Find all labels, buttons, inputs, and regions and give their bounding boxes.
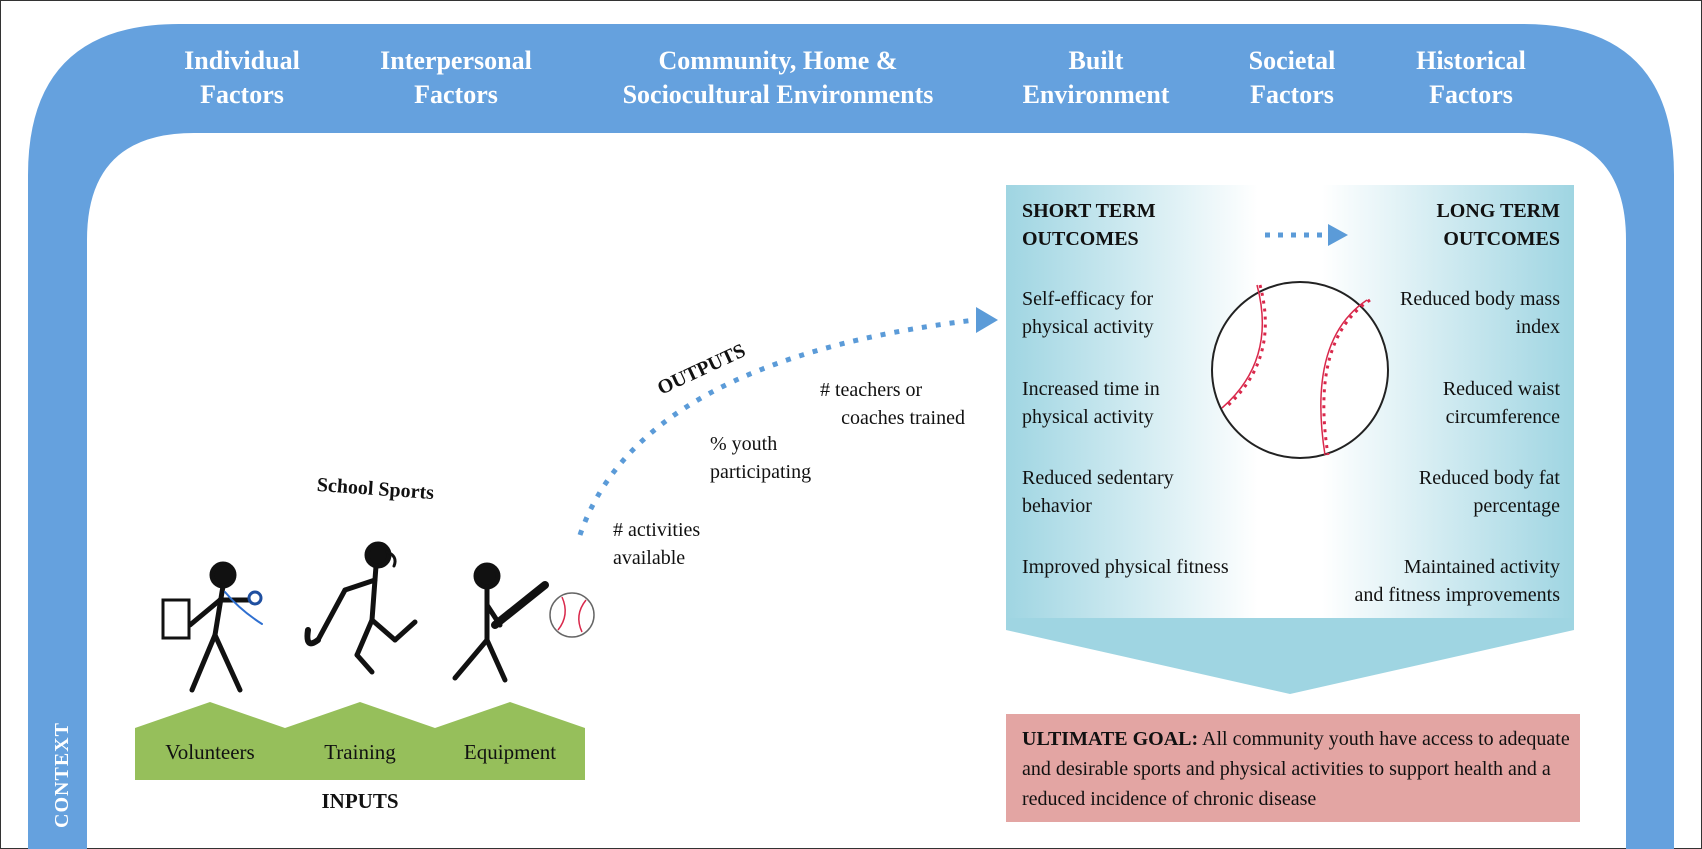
baseball-icon [1211,281,1389,459]
output-item-youth: % youth participating [710,430,860,486]
long-term-title: LONG TERM OUTCOMES [1330,197,1560,253]
short-term-title: SHORT TERM OUTCOMES [1022,197,1262,253]
long-term-item-line1: Reduced waist [1442,378,1560,400]
long-term-item-line1: Maintained activity [1403,556,1560,578]
ultimate-goal-label: ULTIMATE GOAL: [1022,728,1199,750]
header-item-line1: Societal [1248,46,1336,75]
runner-figure-icon [304,541,418,675]
context-label: CONTEXT [51,722,73,828]
short-term-item-line2: physical activity [1022,316,1154,338]
header-societal-factors: Societal Factors [1222,44,1362,112]
header-item-line1: Individual [184,46,300,75]
outputs-title: OUTPUTS [654,340,749,400]
long-term-title-line1: LONG TERM [1436,200,1560,222]
school-sports-label: School Sports [316,474,435,504]
short-term-item-line1: Reduced sedentary [1022,467,1174,489]
header-item-line2: Factors [1429,80,1513,109]
long-term-title-line2: OUTCOMES [1443,228,1560,250]
short-term-item: Reduced sedentary behavior [1022,464,1262,520]
header-item-line2: Factors [200,80,284,109]
short-term-item-line1: Self-efficacy for [1022,288,1154,310]
long-term-item-line2: circumference [1445,406,1560,428]
inputs-title: INPUTS [321,789,399,813]
long-term-item: Maintained activity and fitness improvem… [1300,553,1560,609]
header-community-environments: Community, Home & Sociocultural Environm… [608,44,948,112]
short-to-long-arrowhead [1328,224,1348,246]
ultimate-goal-text: ULTIMATE GOAL: All community youth have … [1022,724,1570,814]
input-shape-volunteers [135,702,285,780]
output-item-line1: # teachers or [820,379,923,401]
short-term-item: Improved physical fitness [1022,553,1282,581]
long-term-item: Reduced body fat percentage [1330,464,1560,520]
output-item-line2: available [613,547,686,569]
input-label-volunteers: Volunteers [165,740,255,764]
long-term-item-line2: index [1515,316,1560,338]
header-item-line1: Built [1068,46,1124,75]
ultimate-goal-box: ULTIMATE GOAL: All community youth have … [1006,714,1580,822]
short-term-item: Increased time in physical activity [1022,375,1262,431]
input-shape-training [285,702,435,780]
short-term-gradient [1006,185,1258,618]
input-shape-equipment [435,702,585,780]
batter-figure-icon [452,562,549,683]
output-item-line1: # activities [613,519,701,541]
header-historical-factors: Historical Factors [1396,44,1546,112]
header-item-line2: Factors [1250,80,1334,109]
short-term-item-line2: behavior [1022,495,1092,517]
header-item-line2: Factors [414,80,498,109]
input-label-equipment: Equipment [463,740,557,764]
header-item-line1: Historical [1416,46,1526,75]
long-term-item-line2: and fitness improvements [1354,584,1560,606]
short-term-item-line1: Increased time in [1022,378,1160,400]
short-term-item-line2: physical activity [1022,406,1154,428]
short-term-title-line1: SHORT TERM [1022,200,1156,222]
header-individual-factors: Individual Factors [162,44,322,112]
long-term-item: Reduced body mass index [1330,285,1560,341]
input-label-training: Training [324,740,396,764]
long-term-item-line1: Reduced body fat [1418,467,1560,489]
header-item-line2: Sociocultural Environments [622,80,934,109]
outcomes-arrow-down [1006,618,1574,694]
outputs-arrowhead [976,307,998,333]
header-item-line2: Environment [1022,80,1170,109]
short-term-item-line1: Improved physical fitness [1022,556,1229,578]
header-item-line1: Interpersonal [380,46,532,75]
short-term-title-line2: OUTCOMES [1022,228,1139,250]
coach-figure-icon [161,561,263,693]
header-interpersonal-factors: Interpersonal Factors [366,44,546,112]
header-item-line1: Community, Home & [658,46,898,75]
ultimate-goal-description: All community youth have access to adequ… [1022,728,1570,810]
long-term-item: Reduced waist circumference [1330,375,1560,431]
long-term-item-line2: percentage [1473,495,1560,517]
short-term-item: Self-efficacy for physical activity [1022,285,1262,341]
small-baseball-icon [549,592,595,638]
output-item-line1: % youth [710,433,778,455]
output-item-activities: # activities available [613,516,763,572]
output-item-teachers: # teachers or coaches trained [790,376,965,432]
long-term-item-line1: Reduced body mass [1400,288,1560,310]
output-item-line2: coaches trained [841,407,965,429]
output-item-line2: participating [710,461,812,483]
context-arch [28,24,1674,849]
header-built-environment: Built Environment [1006,44,1186,112]
